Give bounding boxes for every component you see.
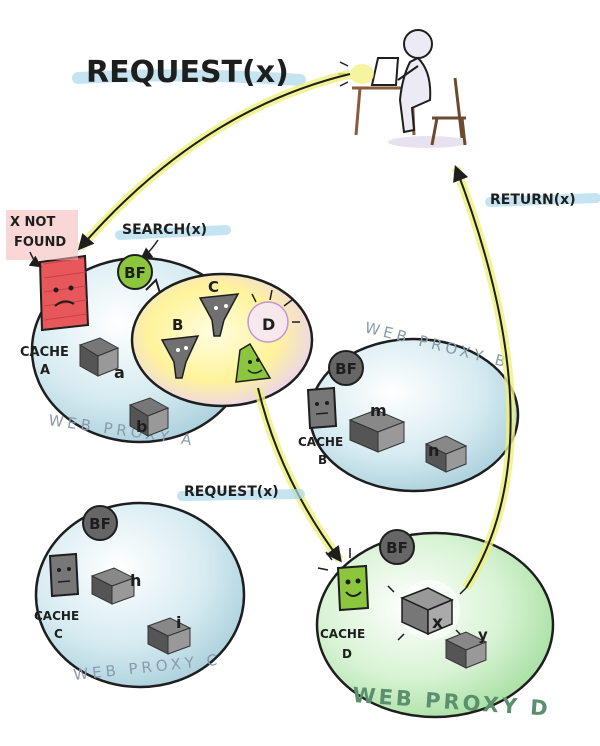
cache-c-icon [48,552,80,598]
summary-filter-b-label: B [172,316,183,334]
search-note: SEARCH(x) [115,222,231,260]
cache-b-item-n-label: n [428,441,439,460]
cache-d-item-x: x [387,580,467,641]
bloom-filter-b: BF [328,350,364,386]
cache-d-item-y: y [444,626,488,669]
cache-a-item-a: a [78,337,125,382]
cache-a-item-b: b [128,397,170,437]
cache-c-item-i: i [146,613,192,655]
cache-d-item-x-label: x [432,613,443,633]
cache-c-label-line2: C [54,627,63,641]
return-arrow [451,165,516,591]
summary-filter-d-label: D [262,315,275,334]
cache-a-miss-icon [38,254,90,332]
neighbor-summaries-bubble [130,272,314,408]
cache-c-label-line1: CACHE [34,609,79,623]
summary-filter-d: D [235,289,300,383]
bloom-filter-c-label: BF [89,515,111,533]
cache-b-icon [306,386,338,430]
bloom-filter-a-label: BF [124,264,146,282]
web-proxy-b: WEB PROXY B [308,318,520,493]
cache-c-item-h: h [90,567,141,605]
cache-b-item-m: m [348,401,406,453]
cache-c-item-i-label: i [176,613,181,632]
cache-a-item-a-label: a [114,363,125,382]
summary-filter-c-label: C [208,278,219,296]
bloom-filter-b-label: BF [335,360,357,378]
bloom-filter-c: BF [82,505,118,541]
return-label: RETURN(x) [490,192,576,208]
summary-filter-b: B [160,316,200,379]
request-arrow-top [76,69,352,251]
bloom-filter-d: BF [379,529,415,565]
cache-d-label-line1: CACHE [320,627,365,641]
return-note: RETURN(x) [485,192,600,208]
cache-a-label-line1: CACHE [20,345,69,360]
x-not-found-line2: FOUND [14,235,66,250]
bloom-filter-d-label: BF [386,539,408,557]
cache-d-label-line2: D [342,647,352,661]
cache-d-hit-icon [317,548,370,612]
x-not-found-note: X NOT FOUND [6,210,78,268]
cache-b-label-line1: CACHE [298,435,343,449]
request-title-text: REQUEST(x) [86,55,289,90]
summary-filter-c: C [198,278,240,337]
request-note-mid: REQUEST(x) [177,484,305,501]
request-mid-label: REQUEST(x) [184,484,279,500]
cache-c-item-h-label: h [130,571,141,590]
cache-a-label-line2: A [40,363,50,378]
cache-b-label-line2: B [318,453,327,467]
bloom-filter-a: BF [117,254,153,290]
x-not-found-line1: X NOT [10,215,55,230]
cache-b-item-n: n [424,435,468,473]
search-label: SEARCH(x) [122,222,207,238]
user-at-computer-icon [338,29,468,148]
request-arrow-mid [253,386,344,563]
cache-d-item-y-label: y [478,626,488,644]
request-title: REQUEST(x) [72,55,306,90]
cache-a-item-b-label: b [136,417,147,436]
cache-b-item-m-label: m [370,401,387,420]
